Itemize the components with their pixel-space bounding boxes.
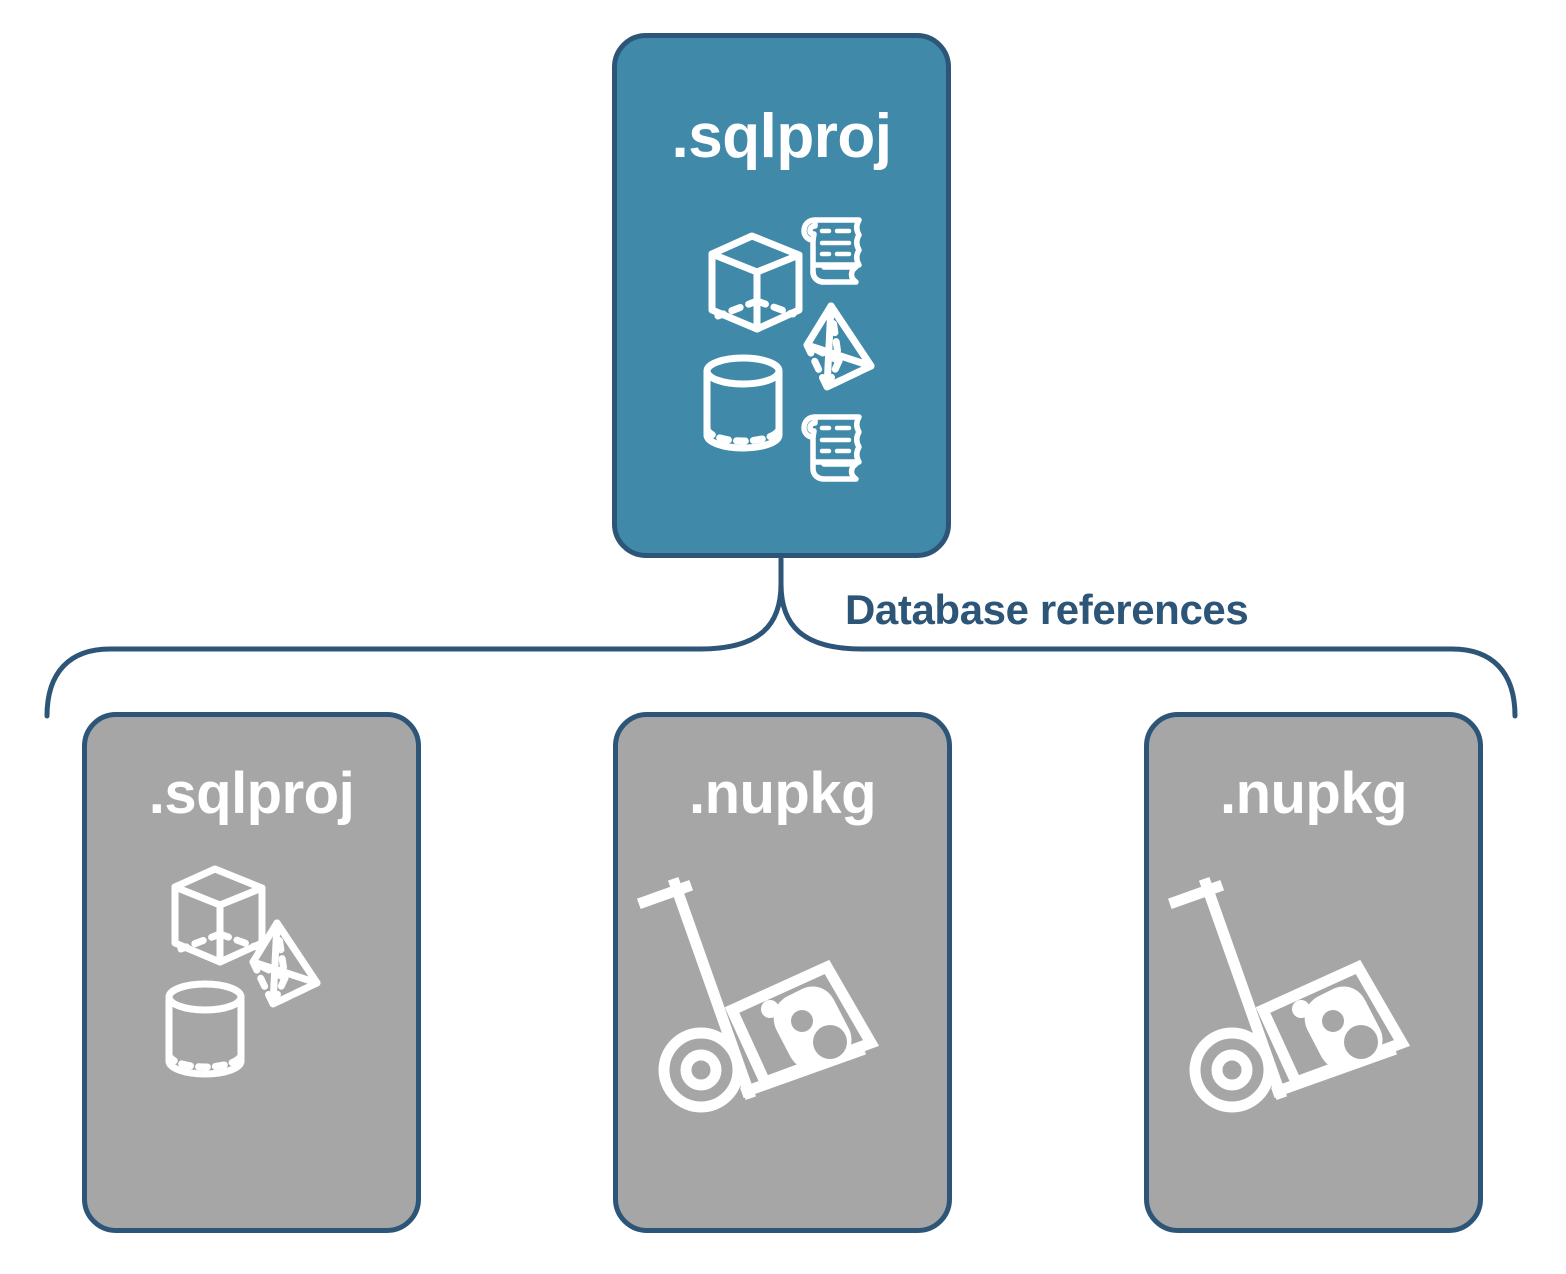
script-scroll-icon-top (801, 217, 862, 285)
cube-icon (171, 865, 266, 966)
bracket-left-arm (44, 581, 784, 719)
reference-card-icon-group (1149, 857, 1478, 1113)
root-project-label: .sqlproj (671, 102, 892, 171)
hand-truck-package-icon (636, 876, 880, 1113)
reference-card-label: .nupkg (688, 761, 877, 826)
root-project-icon-group (617, 198, 946, 482)
pyramid-icon (803, 302, 875, 391)
reference-card-icon-group (87, 857, 416, 1107)
reference-card-label: .nupkg (1219, 761, 1408, 826)
reference-card-sqlproj[interactable]: .sqlproj (82, 712, 421, 1233)
database-references-label: Database references (845, 586, 1249, 633)
cube-icon (708, 232, 803, 333)
pyramid-icon (249, 919, 321, 1008)
root-project-card[interactable]: .sqlproj (612, 33, 951, 558)
reference-card-icon-group (618, 857, 947, 1113)
reference-card-nupkg-1[interactable]: .nupkg (613, 712, 952, 1233)
reference-card-nupkg-2[interactable]: .nupkg (1144, 712, 1483, 1233)
cylinder-icon (165, 980, 245, 1078)
script-scroll-icon-bottom (801, 414, 862, 482)
reference-card-label: .sqlproj (148, 761, 355, 826)
cylinder-icon (703, 354, 783, 452)
hand-truck-package-icon (1167, 876, 1411, 1113)
